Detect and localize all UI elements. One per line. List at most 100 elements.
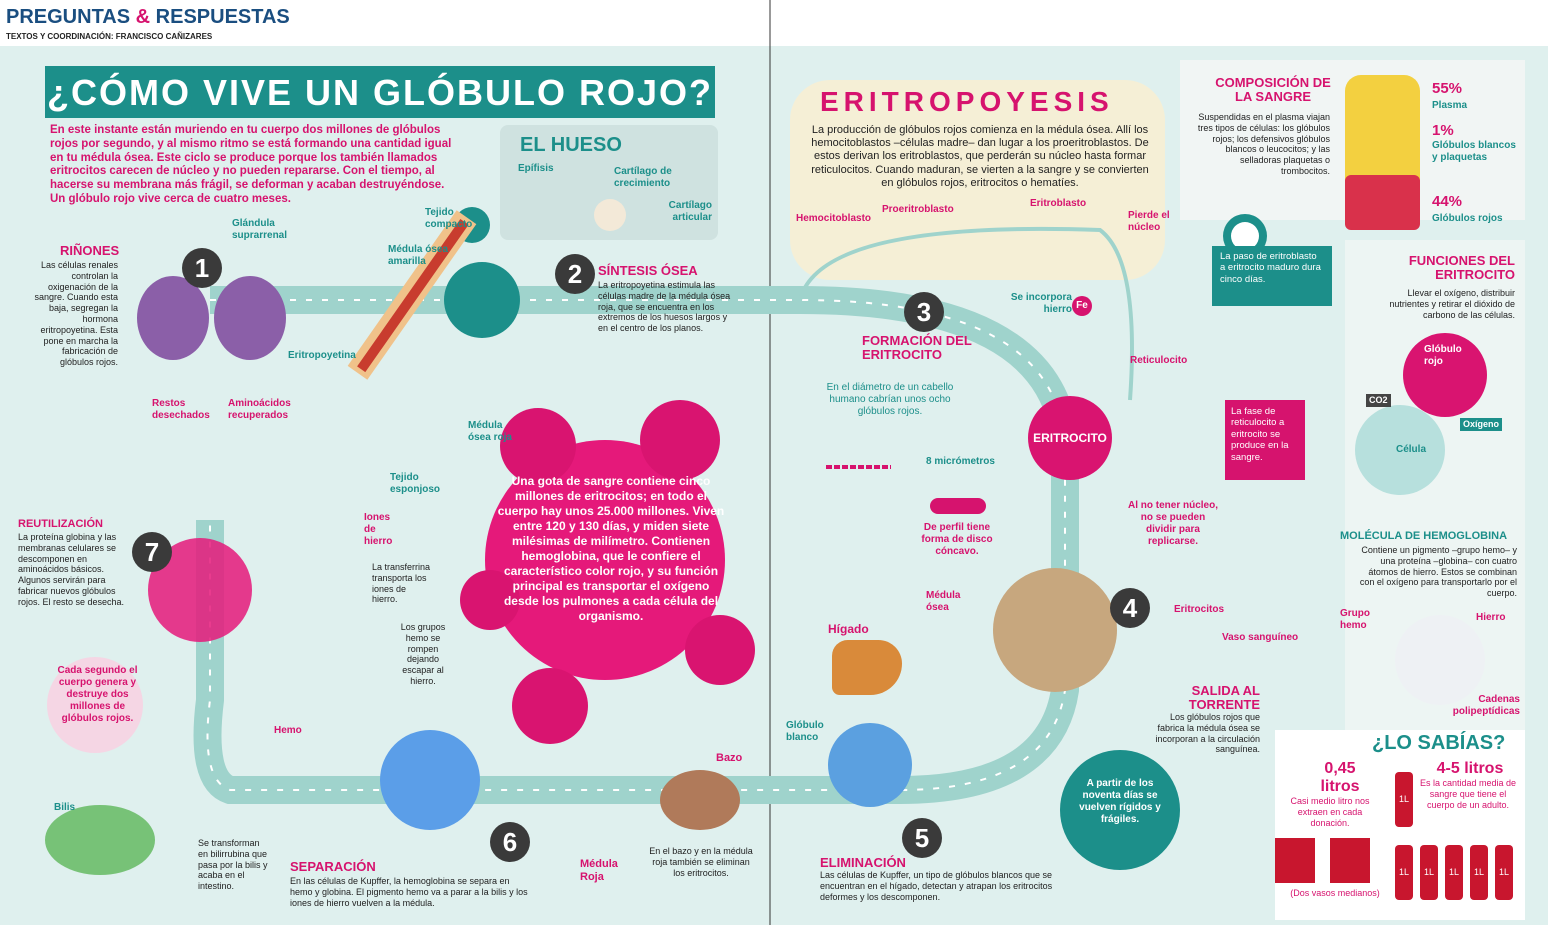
- title-banner: ¿CÓMO VIVE UN GLÓBULO ROJO?: [45, 66, 715, 118]
- bilis-label: Bilis: [54, 802, 76, 813]
- bottle-6: 1L: [1495, 845, 1513, 900]
- se-incorpora-label: Se incorpora hierro: [1010, 292, 1072, 315]
- section-name: PREGUNTAS: [6, 6, 131, 28]
- funciones-title: FUNCIONES DEL ERITROCITO: [1408, 253, 1515, 283]
- formacion-title: FORMACIÓN DEL ERITROCITO: [862, 333, 972, 363]
- v1-text: Casi medio litro nos extraen en cada don…: [1290, 796, 1370, 828]
- fase-box: La fase de reticulocito a eritrocito se …: [1225, 400, 1305, 480]
- ampersand: &: [135, 6, 151, 28]
- perfil-text: De perfil tiene forma de disco cóncavo.: [921, 522, 993, 557]
- higado-label: Hígado: [828, 622, 869, 636]
- reutilizacion-text: La proteína globina y las membranas celu…: [18, 532, 125, 607]
- vasos-label: (Dos vasos medianos): [1290, 888, 1380, 898]
- eritrocitos-label: Eritrocitos: [1174, 604, 1225, 615]
- bottle-2: 1L: [1395, 845, 1413, 900]
- eritropoyetina-label: Eritropoyetina: [288, 350, 356, 361]
- step-3: 3: [904, 292, 944, 332]
- glass-2: [1330, 838, 1370, 883]
- pierde-nucleo-label: Pierde el núcleo: [1128, 210, 1170, 233]
- aminoacidos-label: Aminoácidos recuperados: [228, 398, 291, 421]
- co2-label: CO2: [1366, 394, 1391, 407]
- glass-1: [1275, 838, 1315, 883]
- step-1: 1: [182, 248, 222, 288]
- restos-label: Restos desechados: [152, 398, 210, 421]
- cartilago-crecimiento-label: Cartílago de crecimiento: [614, 166, 672, 189]
- iones-label: Iones de hierro: [364, 512, 393, 547]
- bilirrubina-text: Se transforman en bilirrubina que pasa p…: [198, 838, 268, 892]
- rojos-label: Glóbulos rojos: [1432, 213, 1503, 224]
- eritroblasto-label: Eritroblasto: [1030, 198, 1087, 209]
- grupos-text: Los grupos hemo se rompen dejando escapa…: [400, 622, 446, 686]
- proeritroblasto-label: Proeritroblasto: [882, 204, 954, 215]
- vaso-label: Vaso sanguíneo: [1222, 632, 1299, 643]
- globulo-blanco-label: Glóbulo blanco: [786, 720, 824, 743]
- eliminacion-title: ELIMINACIÓN: [820, 855, 906, 870]
- rojos-percent: 44%: [1432, 193, 1463, 210]
- cada-segundo-text: Cada segundo el cuerpo genera y destruye…: [57, 665, 138, 724]
- medula-osea-label: Médula ósea: [926, 590, 961, 613]
- nucleo-text: Al no tener núcleo, no se pueden dividir…: [1128, 500, 1219, 547]
- cadenas-label: Cadenas polipeptídicas: [1452, 694, 1520, 717]
- liver-shape: [832, 640, 902, 695]
- hierro-label: Hierro: [1476, 612, 1506, 623]
- v1-value: 0,45 litros: [1320, 760, 1360, 795]
- centro-text: Una gota de sangre contiene cinco millon…: [497, 474, 725, 623]
- celula-label: Célula: [1396, 444, 1427, 455]
- salida-title: SALIDA AL TORRENTE: [1188, 683, 1260, 713]
- glandula-label: Glándula suprarrenal: [232, 218, 288, 241]
- intro-text: En este instante están muriendo en tu cu…: [50, 124, 452, 205]
- grupo-hemo-label: Grupo hemo: [1340, 608, 1370, 631]
- bottle-3: 1L: [1420, 845, 1438, 900]
- bottle-4: 1L: [1445, 845, 1463, 900]
- rinones-text: Las células renales controlan la oxigena…: [34, 260, 118, 368]
- rinones-title: RIÑONES: [60, 243, 120, 258]
- cells-in-hair: [826, 465, 891, 469]
- paso-box: La paso de eritroblasto a eritrocito mad…: [1212, 246, 1332, 306]
- blancos-percent: 1%: [1432, 122, 1454, 139]
- separacion-title: SEPARACIÓN: [290, 859, 376, 874]
- transferrina-text: La transferrina transporta los iones de …: [372, 562, 431, 605]
- disc-profile: [930, 498, 986, 514]
- funciones-text: Llevar el oxígeno, distribuir nutrientes…: [1389, 288, 1515, 320]
- tejido-esponjoso-label: Tejido esponjoso: [390, 472, 441, 495]
- credits: TEXTOS Y COORDINACIÓN: FRANCISCO CAÑIZAR…: [6, 32, 213, 41]
- composicion-text: Suspendidas en el plasma viajan tres tip…: [1197, 112, 1330, 176]
- plasma-label: Plasma: [1432, 100, 1468, 111]
- fe-badge: Fe: [1072, 296, 1092, 316]
- globulo-label: Glóbulo rojo: [1424, 344, 1462, 367]
- hemo-label: Hemo: [274, 725, 302, 736]
- bottle-1: 1L: [1395, 772, 1413, 827]
- salida-text: Los glóbulos rojos que fabrica la médula…: [1155, 712, 1260, 755]
- bazo-text: En el bazo y en la médula roja también s…: [649, 846, 753, 878]
- sabias-title: ¿LO SABÍAS?: [1372, 732, 1506, 754]
- hemoglobina-title: MOLÉCULA DE HEMOGLOBINA: [1340, 530, 1508, 542]
- eritrocito-label: ERITROCITO: [1033, 431, 1107, 445]
- v2-text: Es la cantidad media de sangre que tiene…: [1419, 778, 1517, 810]
- epifisis-label: Epífisis: [518, 163, 554, 174]
- bazo-medula-label: Médula Roja: [580, 858, 618, 884]
- section-name-2: RESPUESTAS: [155, 6, 290, 28]
- hemocitoblasto-label: Hemocitoblasto: [796, 213, 872, 224]
- micrometros-label: 8 micrómetros: [926, 456, 995, 467]
- bazo-label: Bazo: [716, 752, 743, 764]
- separacion-text: En las células de Kupffer, la hemoglobin…: [290, 876, 528, 908]
- step-2: 2: [555, 254, 595, 294]
- main-title: ¿CÓMO VIVE UN GLÓBULO ROJO?: [46, 72, 714, 113]
- medula-amarilla-label: Médula ósea amarilla: [388, 244, 449, 267]
- eliminacion-text: Las células de Kupffer, un tipo de glóbu…: [820, 870, 1053, 902]
- tejido-compacto-label: Tejido compacto: [425, 207, 473, 230]
- sintesis-title: SÍNTESIS ÓSEA: [598, 263, 698, 278]
- section-header: PREGUNTAS & RESPUESTAS: [6, 6, 290, 29]
- noventa-text: A partir de los noventa días se vuelven …: [1079, 778, 1161, 825]
- step-5: 5: [902, 818, 942, 858]
- eritropoyesis-title: ERITROPOYESIS: [820, 86, 1114, 117]
- step-6: 6: [490, 822, 530, 862]
- medula-roja-label: Médula ósea roja: [468, 420, 512, 443]
- blancos-label: Glóbulos blancos y plaquetas: [1432, 140, 1516, 163]
- step-7: 7: [132, 532, 172, 572]
- composicion-title: COMPOSICIÓN DE LA SANGRE: [1215, 75, 1331, 105]
- cartilago-articular-label: Cartílago articular: [668, 200, 712, 223]
- plasma-percent: 55%: [1432, 80, 1463, 97]
- hemoglobina-text: Contiene un pigmento –grupo hemo– y una …: [1359, 545, 1517, 599]
- reticulocito-label: Reticulocito: [1130, 355, 1188, 366]
